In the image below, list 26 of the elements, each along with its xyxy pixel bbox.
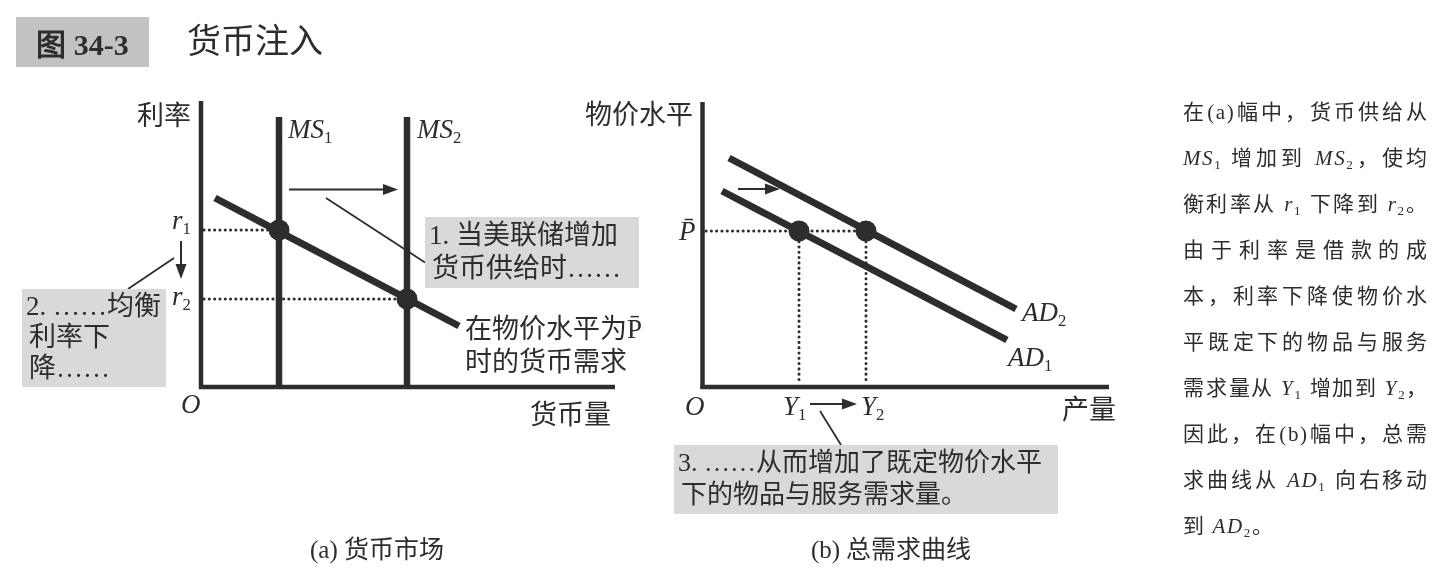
figure-title: 货币注入	[187, 22, 323, 62]
leader-line	[325, 197, 426, 264]
callout-note: 2. ……均衡利率下降……	[22, 289, 166, 387]
axis-title: 利率	[137, 101, 191, 132]
callout-note: 1. 当美联储增加货币供给时……	[425, 217, 639, 288]
axis-tick-label: r$_{1}$	[172, 205, 191, 236]
callout-note: 3. ……从而增加了既定物价水平下的物品与服务需求量。	[674, 445, 1058, 514]
axis-tick-label: P̄	[679, 216, 696, 247]
curve-label: AD$_{2}$	[1022, 297, 1067, 328]
figure-description: 在(a)幅中，货币供给从 MS$_{1}$ 增加到 MS$_{2}$，使均衡利率从 r$_{1}$ 下降到 r$_{2}$。由于利率是借款的成本，利率下降使物价水平既定下的物品与服务需求量从 Y$_{1}$ 增加到 Y$_{2}$，因此，在(b)幅中，总需求曲线从 AD$_{1}$ 向右移动到 AD$_{2}$。	[1183, 99, 1429, 542]
leader-line	[127, 257, 175, 290]
origin-label: O	[181, 389, 201, 420]
axis-tick-label: r$_{2}$	[172, 281, 191, 312]
axis-title: 货币量	[530, 400, 611, 431]
figure-number-tag: 图 34-3	[16, 17, 149, 67]
curve-label: MS$_{1}$	[288, 114, 333, 145]
origin-label: O	[685, 391, 705, 422]
axis-title: 产量	[1062, 395, 1116, 426]
leader-line	[819, 410, 842, 446]
axis-tick-label: Y$_{2}$	[861, 391, 885, 422]
curve-label: 在物价水平为P̄时的货币需求	[465, 313, 644, 379]
axis-tick-label: Y$_{1}$	[783, 391, 807, 422]
curve-label: MS$_{2}$	[417, 114, 462, 145]
panel-caption: (a) 货币市场	[310, 535, 444, 564]
curve-label: AD$_{1}$	[1008, 342, 1053, 373]
axis-title: 物价水平	[585, 100, 693, 131]
